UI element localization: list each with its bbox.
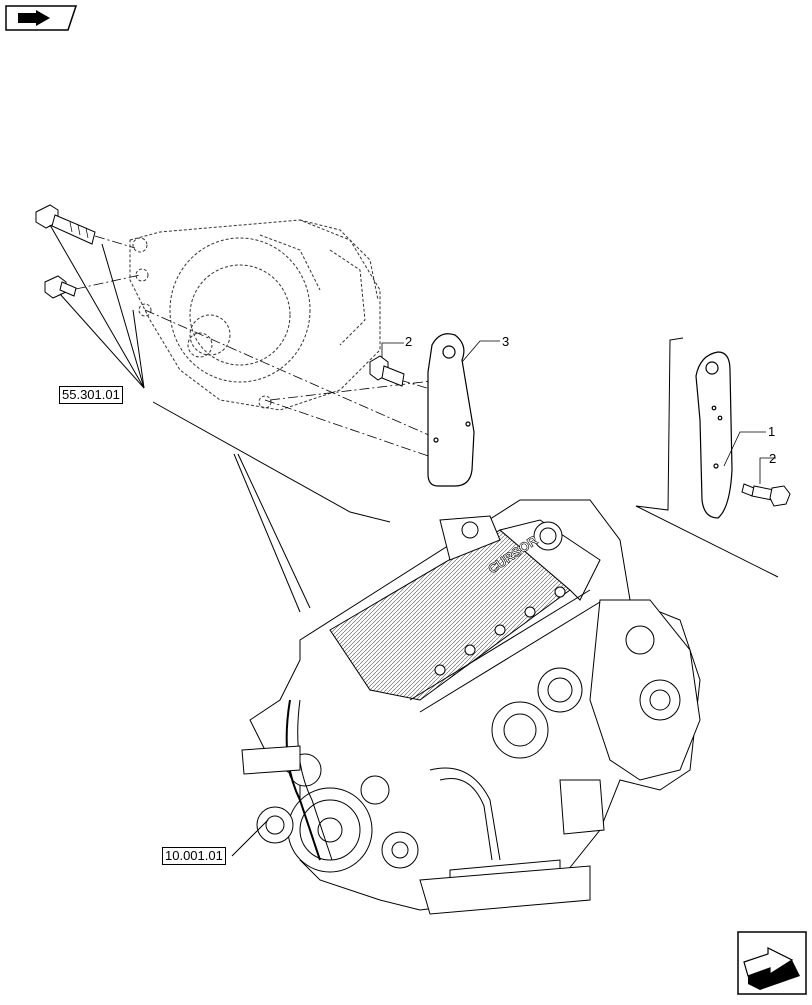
reference-box-10-001-01[interactable]: 10.001.01: [162, 847, 226, 865]
next-page-arrow-icon[interactable]: [737, 931, 807, 995]
bracket-part-1: [695, 351, 733, 519]
engine-assembly: [241, 499, 701, 915]
callout-2-a: 2: [405, 334, 413, 349]
callout-2-b: 2: [769, 451, 777, 466]
leader-lines-top: [49, 224, 145, 389]
reference-box-55-301-01[interactable]: 55.301.01: [59, 386, 123, 404]
short-bolt: [44, 275, 77, 299]
bolt-part-2-b: [741, 483, 791, 507]
alignment-lines: [75, 235, 441, 461]
leader-lines-bottom: [231, 819, 269, 857]
long-bolt: [35, 204, 96, 245]
leader-lines-mid: [381, 340, 500, 363]
inset-frame: [152, 337, 779, 613]
alternator-ghost: [129, 219, 381, 411]
callout-3: 3: [502, 334, 510, 349]
page-nav-arrow-icon[interactable]: [5, 5, 78, 31]
bolt-part-2-a: [369, 355, 405, 387]
leader-lines-right: [723, 431, 776, 484]
callout-1: 1: [768, 424, 776, 439]
bracket-part-3: [427, 333, 475, 487]
